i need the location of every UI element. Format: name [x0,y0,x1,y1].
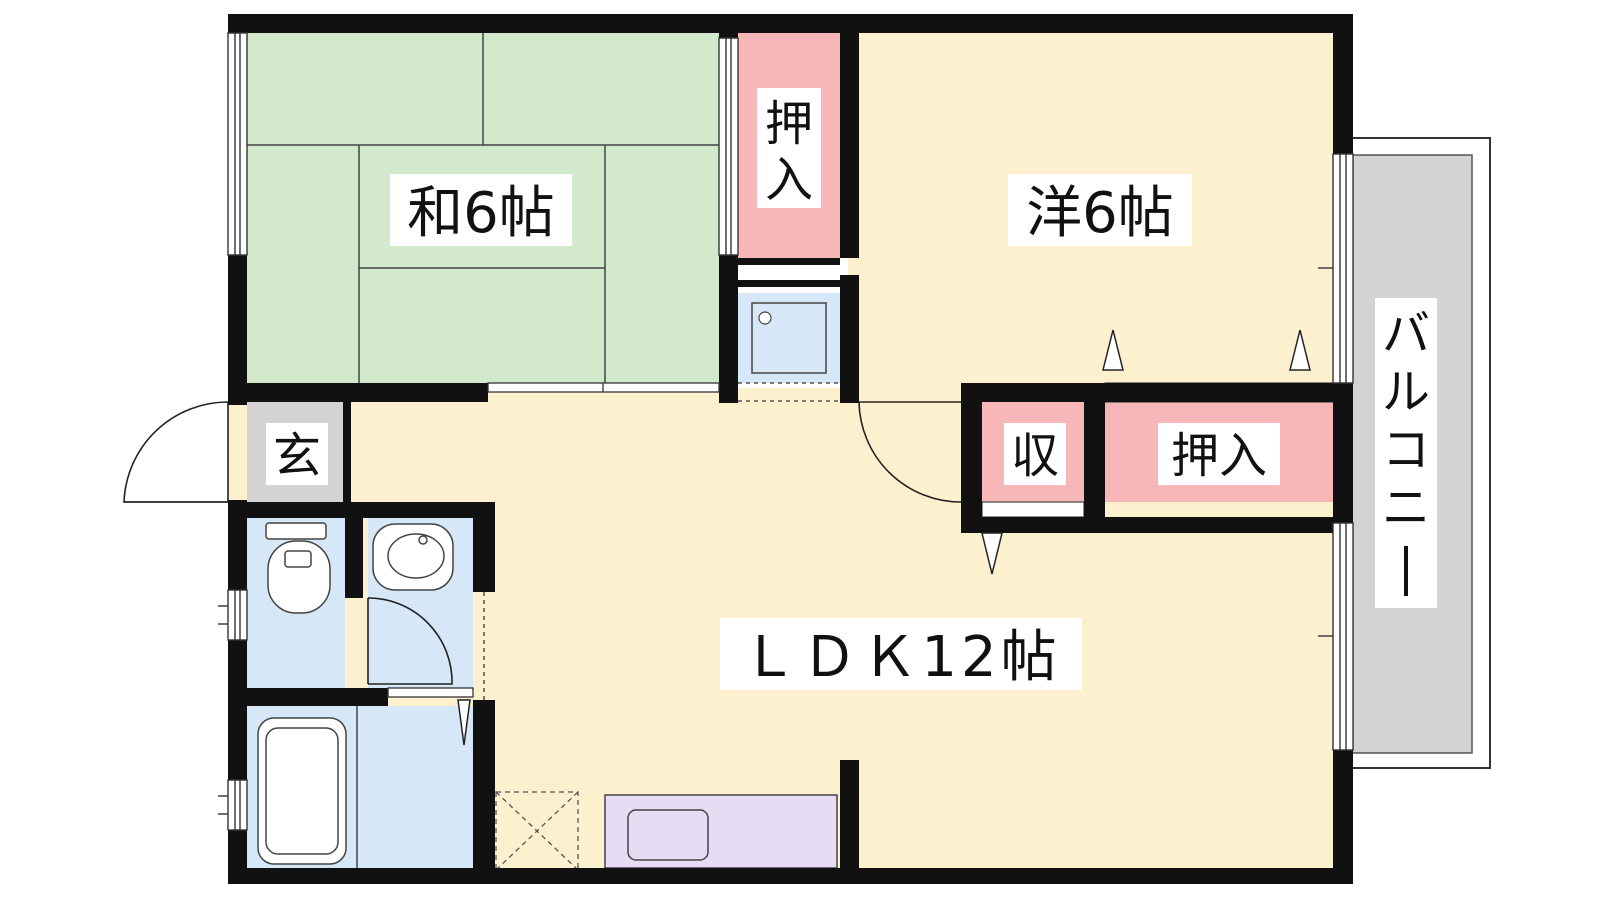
balcony: バ ル コ ニ [1349,137,1491,769]
utility-closet [738,293,840,383]
oshiire-top-label-1: 押 [765,96,813,152]
washbasin-icon [372,523,454,591]
bathtub-icon [257,717,347,865]
shuno-label: 収 [1011,428,1059,484]
youshitsu-label: 洋6帖 [1026,181,1174,246]
balcony-char: バ [1382,306,1430,362]
genkan-label: 玄 [273,428,321,484]
ldk-label: ＬＤＫ12帖 [741,625,1060,690]
toilet-icon [265,522,331,614]
balcony-char: コ [1382,422,1430,478]
oshiire-right-label: 押入 [1171,428,1267,484]
walls [228,14,1353,884]
room-labels: 和6帖 洋6帖 押 入 収 押入 玄 ＬＤＫ12帖 [266,88,1280,690]
sliding-doors [387,382,840,700]
windows [227,32,1354,831]
sink-icon [627,809,709,861]
oshiire-top-label-2: 入 [765,152,813,208]
door-swings [123,401,962,685]
balcony-char: ル [1382,364,1430,420]
door-markers [457,329,1311,746]
balcony-char: ニ [1382,480,1430,536]
washitsu-label: 和6帖 [407,181,555,246]
